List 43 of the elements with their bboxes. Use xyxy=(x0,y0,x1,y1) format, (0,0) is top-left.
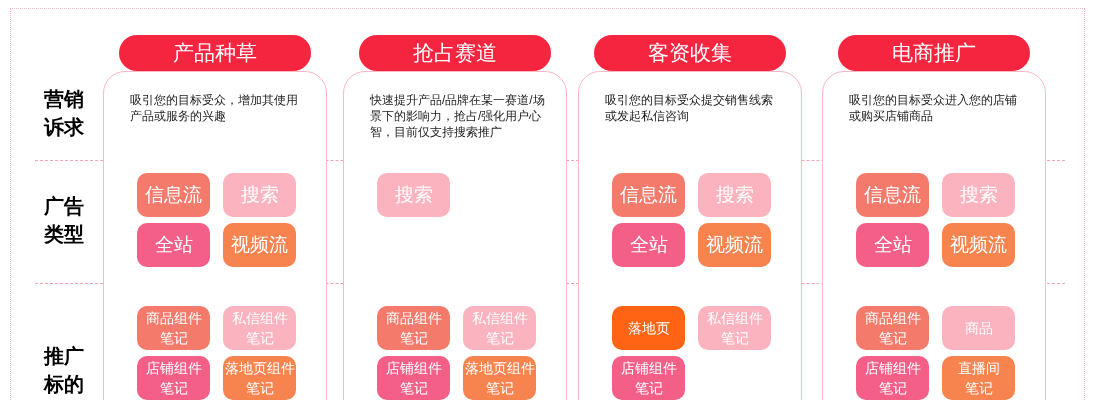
tag-chip: 私信组件笔记 xyxy=(463,306,536,350)
title-pill: 抢占赛道 xyxy=(359,35,551,71)
tag-chip: 店铺组件笔记 xyxy=(856,356,929,400)
tag-chip: 视频流 xyxy=(223,223,296,267)
description-text: 快速提升产品/品牌在某一赛道/场景下的影响力，抢占/强化用户心智，目前仅支持搜索推广 xyxy=(370,92,546,140)
title-pill: 电商推广 xyxy=(838,35,1030,71)
column-card xyxy=(343,71,567,400)
title-pill: 产品种草 xyxy=(119,35,311,71)
tag-chip: 全站 xyxy=(856,223,929,267)
title-pill: 客资收集 xyxy=(594,35,786,71)
tag-chip: 商品 xyxy=(942,306,1015,350)
description-text: 吸引您的目标受众，增加其使用产品或服务的兴趣 xyxy=(130,92,299,124)
column-card xyxy=(822,71,1046,400)
column-card xyxy=(103,71,327,400)
tag-chip: 搜索 xyxy=(698,173,771,217)
description-text: 吸引您的目标受众进入您的店铺或购买店铺商品 xyxy=(849,92,1018,124)
tag-chip: 店铺组件笔记 xyxy=(377,356,450,400)
tag-chip: 落地页 xyxy=(612,306,685,350)
tag-chip: 直播间笔记 xyxy=(942,356,1015,400)
tag-chip: 信息流 xyxy=(856,173,929,217)
tag-chip: 信息流 xyxy=(612,173,685,217)
tag-chip: 店铺组件笔记 xyxy=(137,356,210,400)
tag-chip: 私信组件笔记 xyxy=(223,306,296,350)
tag-chip: 商品组件笔记 xyxy=(856,306,929,350)
tag-chip: 商品组件笔记 xyxy=(377,306,450,350)
tag-chip: 全站 xyxy=(612,223,685,267)
tag-chip: 信息流 xyxy=(137,173,210,217)
tag-chip: 搜索 xyxy=(942,173,1015,217)
tag-chip: 私信组件笔记 xyxy=(698,306,771,350)
tag-chip: 全站 xyxy=(137,223,210,267)
column-card xyxy=(578,71,802,400)
row-header: 广告类型 xyxy=(44,194,85,247)
row-header: 推广标的 xyxy=(44,344,85,397)
tag-chip: 视频流 xyxy=(698,223,771,267)
tag-chip: 店铺组件笔记 xyxy=(612,356,685,400)
tag-chip: 视频流 xyxy=(942,223,1015,267)
tag-chip: 落地页组件笔记 xyxy=(463,356,536,400)
tag-chip: 落地页组件笔记 xyxy=(223,356,296,400)
description-text: 吸引您的目标受众提交销售线索或发起私信咨询 xyxy=(605,92,774,124)
tag-chip: 搜索 xyxy=(223,173,296,217)
tag-chip: 搜索 xyxy=(377,173,450,217)
tag-chip: 商品组件笔记 xyxy=(137,306,210,350)
row-header: 营销诉求 xyxy=(44,87,85,140)
